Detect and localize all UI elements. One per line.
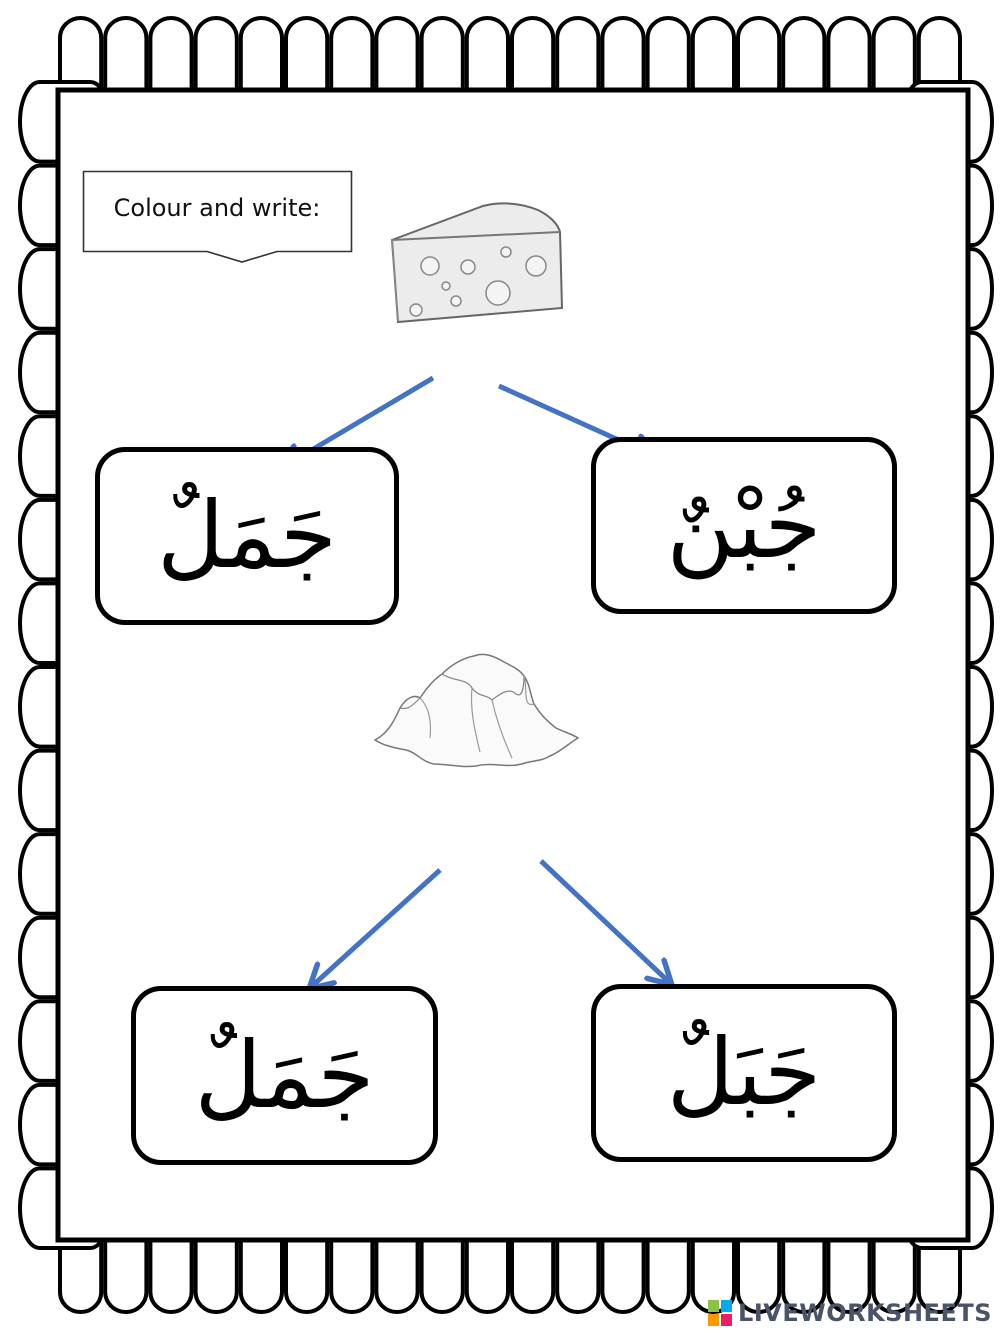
arabic-word: جَبَلٌ — [666, 1019, 822, 1126]
arabic-word: جُبْنٌ — [666, 471, 822, 579]
liveworksheets-logo-icon — [708, 1300, 733, 1326]
instruction-text: Colour and write: — [113, 194, 321, 222]
cheese-icon — [390, 202, 564, 324]
instruction-callout: Colour and write: — [82, 170, 353, 263]
arabic-word: جَمَلٌ — [194, 1021, 375, 1129]
liveworksheets-watermark[interactable]: LIVEWORKSHEETS — [708, 1298, 992, 1328]
mountain-icon — [373, 653, 580, 768]
word-card-cheese[interactable]: جُبْنٌ — [591, 437, 897, 614]
arrow-to-bottom-right-card — [539, 859, 670, 983]
word-card-camel-2[interactable]: جَمَلٌ — [131, 986, 438, 1165]
speech-box-outline — [82, 170, 353, 263]
word-card-camel[interactable]: جَمَلٌ — [95, 447, 399, 625]
word-card-mountain[interactable]: جَبَلٌ — [591, 984, 897, 1162]
watermark-label: LIVEWORKSHEETS — [738, 1299, 992, 1327]
arrow-to-bottom-left-card — [311, 868, 442, 987]
arabic-word: جَمَلٌ — [157, 482, 337, 589]
